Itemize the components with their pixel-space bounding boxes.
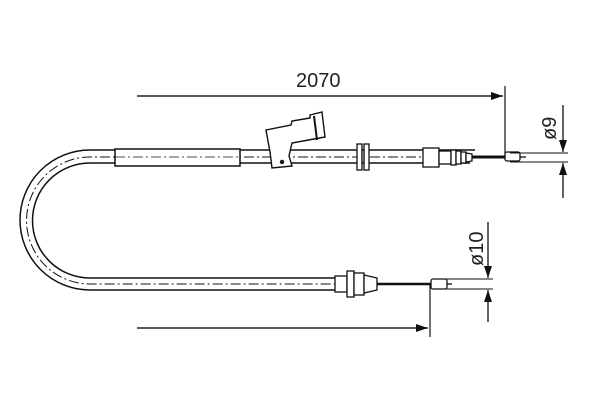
- diameter-9-label: ø9: [539, 117, 561, 140]
- mounting-bracket: [265, 111, 326, 169]
- diameter-10-dimension: ø10: [440, 222, 493, 322]
- bottom-end-fitting: [334, 270, 452, 298]
- top-end-fitting: [422, 147, 526, 168]
- protective-sleeve: [114, 148, 241, 167]
- diameter-9-dimension: ø9: [510, 105, 568, 198]
- grommet: [356, 143, 370, 171]
- bottom-dimension: [137, 283, 431, 337]
- cable-sheath: [19, 149, 475, 291]
- length-dimension: 2070: [137, 70, 506, 157]
- diameter-10-label: ø10: [466, 232, 488, 266]
- length-label: 2070: [296, 70, 341, 92]
